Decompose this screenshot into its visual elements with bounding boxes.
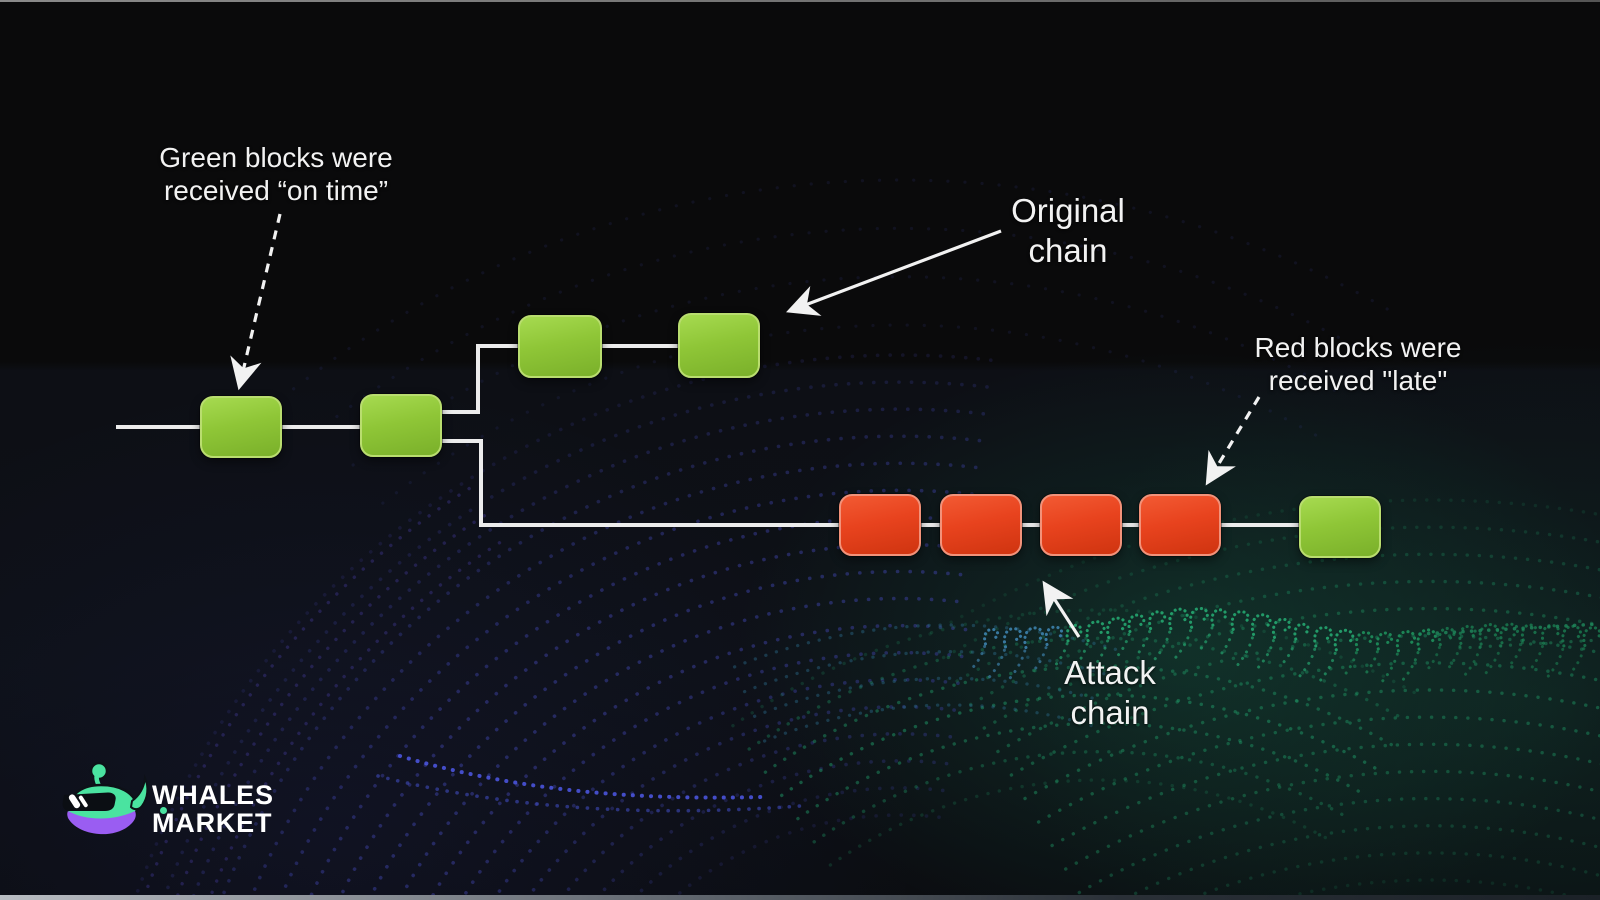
chain-connectors [116, 344, 1299, 527]
attack-chain-label: Attack chain [1064, 654, 1156, 731]
logo-green-dot [160, 807, 167, 814]
block-main-2 [360, 394, 442, 457]
block-main-1 [200, 396, 282, 458]
red-blocks-label: Red blocks were received "late" [1254, 332, 1462, 396]
logo-line-1: WHALES [152, 780, 274, 810]
logo-line-2: MARKET [152, 808, 273, 838]
whales-market-logo: WHALES MARKET [62, 752, 292, 848]
frame-edge-bottom [0, 895, 1600, 900]
original-chain-label: Original chain [1011, 192, 1125, 269]
original-chain-arrow [786, 229, 1002, 316]
block-attack-2 [940, 494, 1022, 556]
red-label-arrow [1205, 396, 1261, 486]
block-original-1 [518, 315, 602, 378]
green-blocks-label: Green blocks were received “on time” [159, 142, 393, 206]
block-attack-5 [1299, 496, 1381, 558]
attack-chain-arrow [1042, 580, 1081, 638]
logo-wordmark: WHALES MARKET [152, 782, 274, 837]
block-attack-3 [1040, 494, 1122, 556]
block-attack-1 [839, 494, 921, 556]
green-label-arrow [230, 213, 282, 391]
block-original-2 [678, 313, 760, 378]
block-attack-4 [1139, 494, 1221, 556]
frame-edge-top [0, 0, 1600, 2]
whale-icon [62, 761, 149, 836]
